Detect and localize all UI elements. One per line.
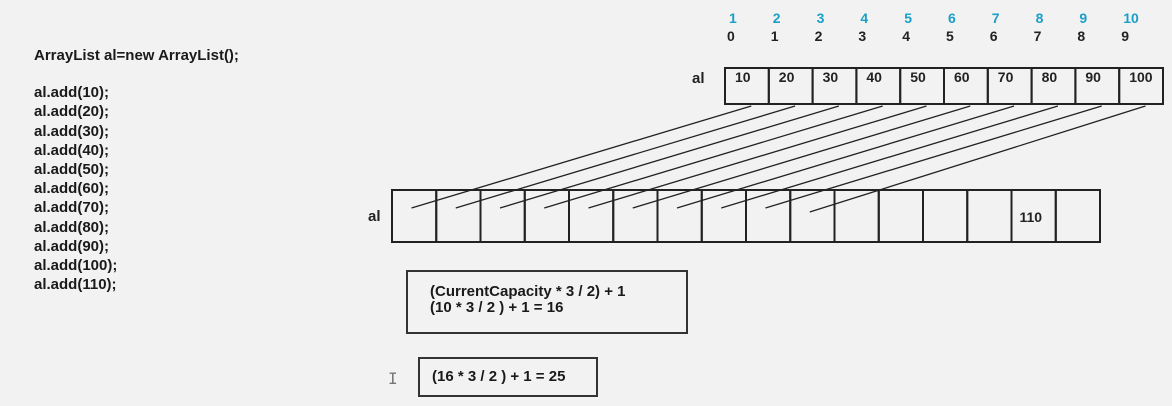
add-statement: al.add(60); xyxy=(34,180,110,198)
bottom-array-cell xyxy=(656,189,703,243)
element-count: 3 xyxy=(817,10,825,26)
add-statement: al.add(70); xyxy=(34,199,110,217)
element-count: 10 xyxy=(1123,10,1139,26)
add-statement: al.add(90); xyxy=(34,237,110,255)
index-label: 2 xyxy=(815,28,823,44)
element-count: 7 xyxy=(992,10,1000,26)
bottom-array-label: al xyxy=(368,208,381,225)
index-label: 8 xyxy=(1077,28,1085,44)
copy-arrow xyxy=(809,105,1146,213)
top-array-cells: 10 20 30 40 50 60 70 80 90 100 xyxy=(724,67,1164,105)
add-statement: al.add(20); xyxy=(34,103,110,121)
element-count: 8 xyxy=(1036,10,1044,26)
index-row: 0 1 2 3 4 5 6 7 8 9 xyxy=(727,28,1129,44)
add-statement: al.add(10); xyxy=(34,84,110,102)
add-statement: al.add(40); xyxy=(34,141,110,159)
bottom-array-cell xyxy=(523,189,570,243)
add-statement: al.add(110); xyxy=(34,276,117,294)
element-count: 2 xyxy=(773,10,781,26)
index-label: 0 xyxy=(727,28,735,44)
copy-arrow xyxy=(455,105,796,209)
copy-arrow xyxy=(632,105,971,209)
top-cell-value: 40 xyxy=(866,69,882,85)
top-array-cell xyxy=(1118,67,1164,105)
element-count: 9 xyxy=(1079,10,1087,26)
top-cell-value: 10 xyxy=(735,69,751,85)
add-statement: al.add(80); xyxy=(34,218,110,236)
bottom-array-cell xyxy=(568,189,615,243)
index-label: 4 xyxy=(902,28,910,44)
index-label: 7 xyxy=(1034,28,1042,44)
copy-arrow xyxy=(588,105,927,209)
bottom-array-cell xyxy=(922,189,969,243)
bottom-array-cell xyxy=(612,189,659,243)
bottom-array-cell xyxy=(877,189,924,243)
top-cell-value: 70 xyxy=(998,69,1014,85)
copy-arrow xyxy=(499,105,840,209)
bottom-array-cell xyxy=(1054,189,1101,243)
index-label: 9 xyxy=(1121,28,1129,44)
top-cell-value: 60 xyxy=(954,69,970,85)
top-cell-value: 100 xyxy=(1129,69,1153,85)
bottom-array-cell xyxy=(479,189,526,243)
code-listing: ArrayList al=new ArrayList(); al.add(10)… xyxy=(34,46,239,294)
element-count-row: 1 2 3 4 5 6 7 8 9 10 xyxy=(729,10,1139,26)
element-count: 6 xyxy=(948,10,956,26)
copy-arrow xyxy=(765,105,1102,209)
element-count: 1 xyxy=(729,10,737,26)
bottom-array-cell xyxy=(966,189,1013,243)
bottom-array-cell xyxy=(435,189,482,243)
top-cell-value: 30 xyxy=(823,69,839,85)
capacity-formula-box: (CurrentCapacity * 3 / 2) + 1 (10 * 3 / … xyxy=(406,270,688,334)
add-statement: al.add(100); xyxy=(34,257,118,275)
element-count: 4 xyxy=(860,10,868,26)
next-capacity-formula-box: (16 * 3 / 2 ) + 1 = 25 xyxy=(418,357,598,397)
declaration-line: ArrayList al=new ArrayList(); xyxy=(34,47,239,64)
add-statements: al.add(10);al.add(20);al.add(30);al.add(… xyxy=(34,83,239,294)
text-cursor-icon: I xyxy=(388,369,398,388)
copy-arrow xyxy=(676,105,1015,209)
index-label: 6 xyxy=(990,28,998,44)
element-count: 5 xyxy=(904,10,912,26)
index-label: 1 xyxy=(771,28,779,44)
top-cell-value: 20 xyxy=(779,69,795,85)
index-label: 3 xyxy=(858,28,866,44)
new-element-value: 110 xyxy=(1020,209,1043,225)
copy-arrows xyxy=(411,105,1146,213)
bottom-array-cell xyxy=(700,189,747,243)
index-label: 5 xyxy=(946,28,954,44)
top-cell-value: 80 xyxy=(1042,69,1058,85)
bottom-array-cell xyxy=(745,189,792,243)
add-statement: al.add(50); xyxy=(34,161,110,179)
add-statement: al.add(30); xyxy=(34,122,110,140)
bottom-array-cells: 110 xyxy=(391,189,1101,243)
top-cell-value: 50 xyxy=(910,69,926,85)
bottom-array-cell xyxy=(391,189,438,243)
copy-arrow xyxy=(544,105,883,209)
copy-arrow xyxy=(721,105,1059,209)
top-array-label: al xyxy=(692,70,705,87)
copy-arrow xyxy=(411,105,752,209)
top-cell-value: 90 xyxy=(1085,69,1101,85)
formula-line-3: (16 * 3 / 2 ) + 1 = 25 xyxy=(432,368,566,385)
formula-line-1: (CurrentCapacity * 3 / 2) + 1 xyxy=(430,283,626,300)
formula-line-2: (10 * 3 / 2 ) + 1 = 16 xyxy=(430,299,564,316)
